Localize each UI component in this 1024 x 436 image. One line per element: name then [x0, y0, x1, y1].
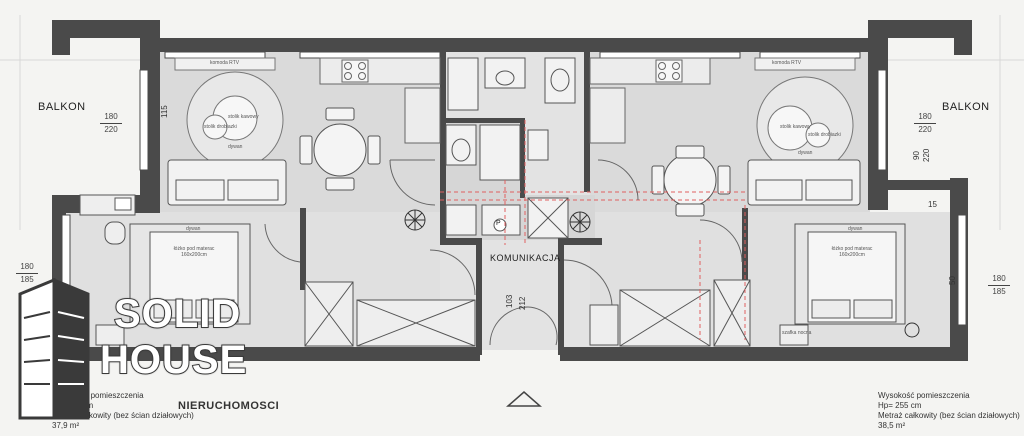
windows [61, 51, 967, 326]
nightstand-label: szafka nocna [782, 330, 812, 336]
right-lower-dimension: 50 [948, 276, 957, 285]
duct-lines [440, 120, 746, 340]
bed-right-label: łóżko pod materac 160x200cm [831, 246, 873, 258]
door-swings [264, 159, 743, 346]
sofas [167, 159, 861, 206]
dining-tables [299, 107, 731, 217]
parking-sign-icon: P [496, 220, 501, 227]
entrance-arrow-icon [506, 391, 542, 407]
faint-grid [0, 15, 1024, 230]
right-room-info: Wysokość pomieszczenia Hp= 255 cm Metraż… [878, 391, 1020, 430]
komunikacja-label: KOMUNIKACJA [490, 253, 561, 263]
right-side-dimension-a: 90 [912, 151, 921, 160]
bathrooms [445, 57, 576, 239]
bed-rug-left-label: dywan [186, 226, 201, 232]
logo-building-icon [18, 278, 90, 420]
balkon-left-label: BALKON [38, 101, 86, 113]
kitchen-counters [319, 57, 711, 144]
left-small-dimension: 115 [160, 105, 169, 118]
bed-rug-right-label: dywan [848, 226, 863, 232]
door-dimension-top: 103 [505, 294, 514, 308]
right-side-dimension-b: 220 [922, 148, 931, 162]
tv-cabinet-right-label: komoda RTV [772, 60, 802, 66]
misc-furniture [79, 194, 809, 346]
beds [129, 223, 906, 325]
plants [404, 209, 920, 338]
wardrobes [304, 279, 751, 347]
rug-right-label: dywan [798, 150, 813, 156]
coffee-table-right-label: stolik kawowy [780, 124, 811, 130]
bed-left-label: łóżko pod materac 160x200cm [173, 246, 215, 258]
side-table-right-label: stolik drobiazki [808, 132, 841, 138]
logo-text-solid: SOLID [113, 291, 242, 337]
tv-cabinets [174, 57, 856, 71]
rug-left-label: dywan [228, 144, 243, 150]
right-small-dimension: 15 [928, 200, 937, 209]
living-rugs [186, 71, 854, 174]
balkon-right-label: BALKON [942, 101, 990, 113]
door-dimension-bottom: 212 [518, 296, 527, 310]
tv-cabinet-left-label: komoda RTV [210, 60, 240, 66]
coffee-table-left-label: stolik kawowy [228, 114, 259, 120]
logo-text-house: HOUSE [99, 337, 248, 383]
side-table-left-label: stolik drobiazki [204, 124, 237, 130]
logo-text-sub: NIERUCHOMOSCI [178, 400, 280, 412]
